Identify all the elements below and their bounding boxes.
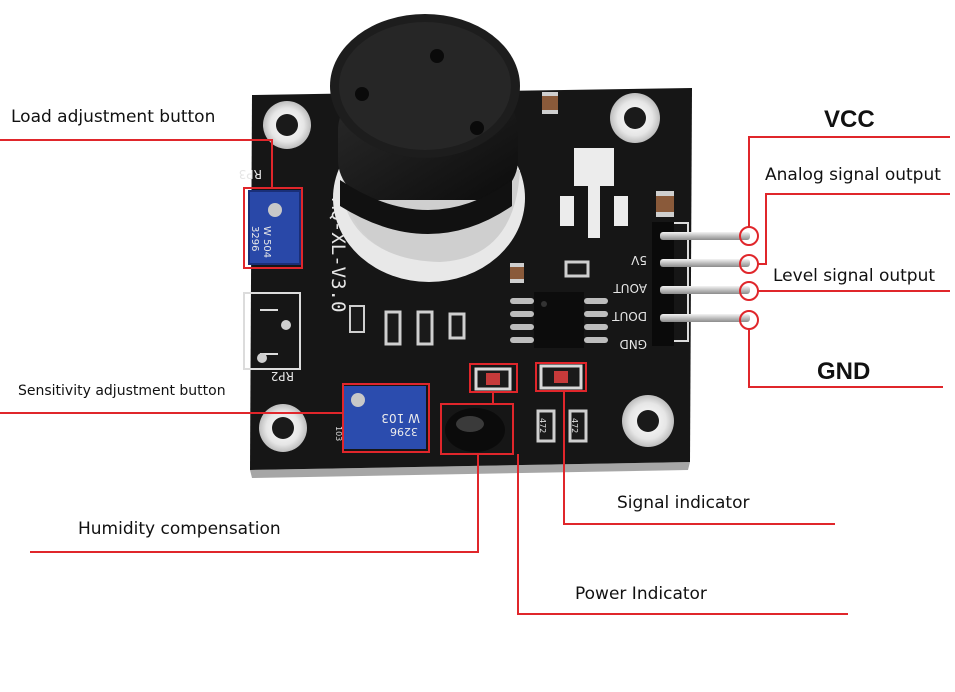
label-humidity-compensation: Humidity compensation (78, 519, 281, 539)
pcb-shadow (250, 462, 690, 478)
label-load-adjustment: Load adjustment button (11, 107, 216, 127)
pin-label-dout: DOUT (612, 309, 647, 323)
label-gnd: GND (817, 358, 871, 385)
comparator-ic (510, 292, 608, 348)
rp2-pot-text: W 103 (381, 411, 420, 425)
silkscreen-rp2: RP2 (271, 369, 294, 383)
header-pins (660, 232, 750, 322)
label-power-indicator: Power Indicator (575, 584, 707, 604)
callout-lines (0, 136, 950, 615)
pin-labels: 5V AOUT DOUT GND (612, 253, 647, 351)
smd-components (349, 92, 674, 443)
pin-label-5v: 5V (630, 253, 647, 267)
label-level-output: Level signal output (773, 266, 936, 286)
rp2-pot-code: 3296 (390, 425, 418, 438)
label-sensitivity-adjustment: Sensitivity adjustment button (18, 383, 226, 399)
label-vcc: VCC (824, 106, 875, 133)
mounting-holes (259, 93, 674, 452)
silkscreen-rp3: RP3 (239, 167, 262, 181)
label-analog-output: Analog signal output (765, 165, 941, 185)
sensor-vent (355, 87, 369, 101)
jumper-pad (257, 353, 267, 363)
rp3-pot-code: 3296 (249, 226, 260, 251)
signal-led (539, 364, 583, 390)
sensor-vent (430, 49, 444, 63)
small-capacitor-label: 103 (334, 426, 343, 441)
pin-label-aout: AOUT (613, 281, 647, 295)
rp2-potentiometer: W 103 3296 (344, 386, 426, 449)
jumper-pad (281, 320, 291, 330)
sensor-vent (470, 121, 484, 135)
humidity-thermistor (445, 408, 505, 452)
silkscreen-block (560, 148, 628, 238)
header-block (652, 222, 674, 346)
label-signal-indicator: Signal indicator (617, 493, 750, 513)
power-led (474, 367, 512, 391)
rp3-potentiometer: W 504 3296 (248, 190, 301, 265)
rp3-pot-text: W 504 (261, 226, 272, 258)
resistor-code: 472 (538, 418, 547, 433)
gas-sensor (330, 14, 525, 282)
pin-label-gnd: GND (619, 337, 647, 351)
resistor-code: 472 (570, 418, 579, 433)
